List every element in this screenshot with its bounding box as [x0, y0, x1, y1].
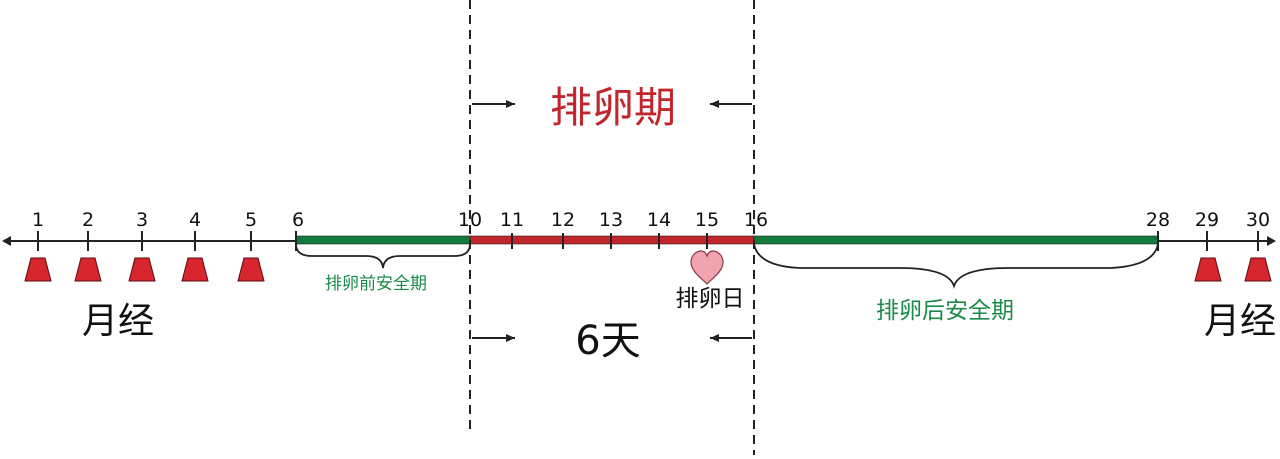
menstruation-label-right: 月经 — [1204, 301, 1276, 342]
day-label-1: 1 — [32, 209, 44, 231]
day-label-13: 13 — [599, 209, 623, 231]
trapezoid-icon — [128, 257, 156, 282]
trapezoid-icon — [24, 257, 52, 282]
heart-icon — [690, 250, 724, 285]
day-label-14: 14 — [647, 209, 671, 231]
trapezoid-icon — [74, 257, 102, 282]
day-label-4: 4 — [189, 209, 201, 231]
menstruation-label-left: 月经 — [82, 301, 154, 342]
ovulation-day-label: 排卵日 — [676, 286, 745, 312]
ovulation-duration-label: 6天 — [575, 318, 640, 364]
day-label-30: 30 — [1246, 209, 1270, 231]
day-label-12: 12 — [551, 209, 575, 231]
pre-ovulation-safe-bar — [295, 235, 471, 245]
trapezoid-icon — [181, 257, 209, 282]
day-label-29: 29 — [1195, 209, 1219, 231]
pre-safe-period-label: 排卵前安全期 — [325, 274, 427, 294]
post-safe-brace — [753, 243, 1159, 289]
day-label-5: 5 — [245, 209, 257, 231]
day-label-11: 11 — [500, 209, 524, 231]
ticks — [37, 231, 1259, 251]
ovulation-period-title: 排卵期 — [550, 83, 676, 132]
trapezoid-icon — [1194, 257, 1222, 282]
arrow-icon — [2, 236, 11, 246]
trapezoid-icon — [1244, 257, 1272, 282]
arrow-icon — [1267, 236, 1276, 246]
day-label-16: 16 — [744, 209, 768, 231]
trapezoid-icon — [237, 257, 265, 282]
day-label-3: 3 — [136, 209, 148, 231]
day-label-10: 10 — [458, 209, 482, 231]
day-label-6: 6 — [292, 209, 304, 231]
pre-safe-brace — [295, 243, 471, 269]
day-label-2: 2 — [82, 209, 94, 231]
post-safe-period-label: 排卵后安全期 — [876, 298, 1014, 324]
day-label-28: 28 — [1146, 209, 1170, 231]
day-label-15: 15 — [695, 209, 719, 231]
post-ovulation-safe-bar — [753, 235, 1159, 245]
